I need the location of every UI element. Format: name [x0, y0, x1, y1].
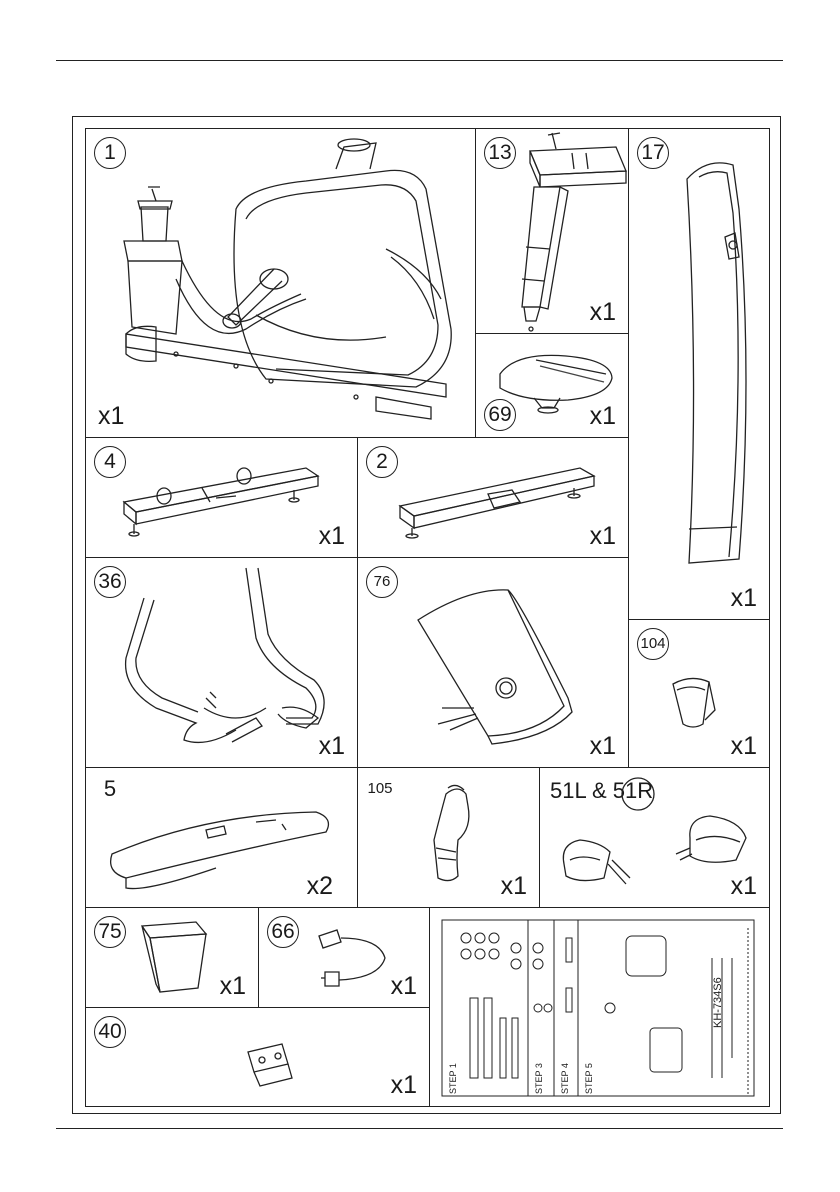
console-icon	[358, 558, 629, 768]
top-rule	[56, 60, 783, 61]
part-panel-104: 104 x1	[628, 619, 770, 768]
hardware-model-label: KH-734S6	[712, 977, 724, 1028]
part-panel-105: 105 x1	[357, 767, 540, 908]
handlebar-icon	[86, 558, 358, 768]
part-panel-5: 5 x2	[85, 767, 358, 908]
bottom-rule	[56, 1128, 783, 1129]
part-panel-36: 36 x1	[85, 557, 358, 768]
part-panel-69: 69 x1	[475, 333, 629, 438]
part-quantity: x1	[220, 974, 246, 999]
part-quantity: x1	[319, 734, 345, 759]
part-quantity: x1	[590, 300, 616, 325]
part-quantity: x1	[501, 874, 527, 899]
part-panel-13: 13 x1	[475, 128, 629, 334]
part-quantity: x1	[590, 524, 616, 549]
part-number: 69	[484, 399, 516, 431]
part-quantity: x2	[307, 874, 333, 899]
part-panel-4: 4 x1	[85, 437, 358, 558]
front-stabilizer-icon	[86, 438, 358, 558]
part-quantity: x1	[319, 524, 345, 549]
part-panel-75: 75 x1	[85, 907, 259, 1008]
step-label-3: STEP 3	[534, 1063, 544, 1094]
part-quantity: x1	[731, 586, 757, 611]
part-quantity: x1	[590, 734, 616, 759]
step-label-1: STEP 1	[448, 1063, 458, 1094]
part-quantity: x1	[98, 404, 124, 429]
step-label-5: STEP 5	[584, 1063, 594, 1094]
part-quantity: x1	[731, 734, 757, 759]
bike-frame-icon	[86, 129, 476, 438]
rear-stabilizer-icon	[358, 438, 629, 558]
part-quantity: x1	[391, 974, 417, 999]
part-panel-51: 51L & 51R x1	[539, 767, 770, 908]
part-panel-66: 66 x1	[258, 907, 430, 1008]
front-cover-icon	[629, 129, 770, 620]
part-quantity: x1	[731, 874, 757, 899]
bracket-icon	[86, 1008, 430, 1107]
hardware-pack-panel: KH-734S6 STEP 1 STEP 3 STEP 4 STEP 5	[429, 907, 770, 1107]
part-panel-17: 17 x1	[628, 128, 770, 620]
part-panel-40: 40 x1	[85, 1007, 430, 1107]
part-panel-76: 76 x1	[357, 557, 629, 768]
part-quantity: x1	[391, 1073, 417, 1098]
part-panel-2: 2 x1	[357, 437, 629, 558]
step-label-4: STEP 4	[560, 1063, 570, 1094]
part-panel-1: 1	[85, 128, 476, 438]
part-quantity: x1	[590, 404, 616, 429]
